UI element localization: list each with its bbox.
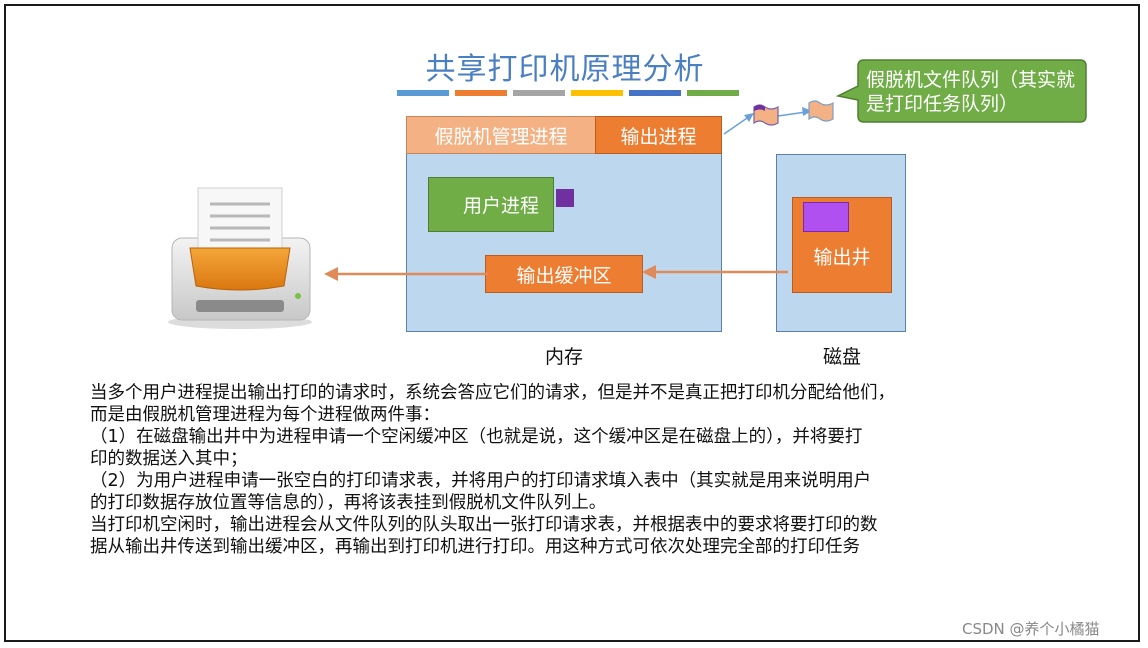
output-process: 输出进程 — [595, 116, 722, 154]
spool-queue-arrows — [723, 107, 812, 135]
arrow-icon — [642, 265, 788, 279]
callout-text: 假脱机文件队列（其实就是打印任务队列） — [866, 69, 1076, 115]
output-well-label: 输出井 — [813, 246, 871, 269]
file-icon — [753, 104, 779, 126]
arrow-icon — [324, 267, 488, 281]
slide-title: 共享打印机原理分析 — [425, 52, 705, 87]
watermark: CSDN @养个小橘猫 — [962, 620, 1100, 638]
output-well-data-square — [803, 202, 849, 232]
title-stripe — [455, 90, 507, 96]
output-buffer: 输出缓冲区 — [485, 255, 643, 293]
title-stripe — [629, 90, 681, 96]
description-line: 当多个用户进程提出输出打印的请求时，系统会答应它们的请求，但是并不是真正把打印机… — [90, 383, 895, 403]
title-stripe — [513, 90, 565, 96]
user-process: 用户进程 — [428, 177, 554, 232]
memory-caption: 内存 — [544, 346, 583, 368]
description-line: 当打印机空闲时，输出进程会从文件队列的队头取出一张打印请求表，并根据表中的要求将… — [90, 515, 878, 535]
description-line: 印的数据送入其中； — [90, 449, 248, 469]
title-stripe — [397, 90, 449, 96]
description-line: 据从输出井传送到输出缓冲区，再输出到打印机进行打印。用这种方式可依次处理完全部的… — [90, 537, 860, 557]
file-icon — [808, 100, 834, 122]
description-text: 当多个用户进程提出输出打印的请求时，系统会答应它们的请求，但是并不是真正把打印机… — [90, 382, 1070, 558]
spool-manager-process: 假脱机管理进程 — [406, 116, 596, 154]
description-line: 而是由假脱机管理进程为每个进程做两件事： — [90, 405, 440, 425]
user-data-square — [556, 189, 574, 207]
description-line: 的打印数据存放位置等信息的），再将该表挂到假脱机文件队列上。 — [90, 493, 607, 513]
disk-caption: 磁盘 — [822, 346, 861, 368]
title-stripe — [687, 90, 739, 96]
description-line: （1）在磁盘输出井中为进程申请一个空闲缓冲区（也就是说，这个缓冲区是在磁盘上的）… — [90, 427, 863, 447]
description-line: （2）为用户进程申请一张空白的打印请求表，并将用户的打印请求填入表中（其实就是用… — [90, 471, 872, 491]
printer-icon — [168, 187, 312, 329]
title-stripe — [571, 90, 623, 96]
callout-bubble — [835, 59, 1087, 123]
